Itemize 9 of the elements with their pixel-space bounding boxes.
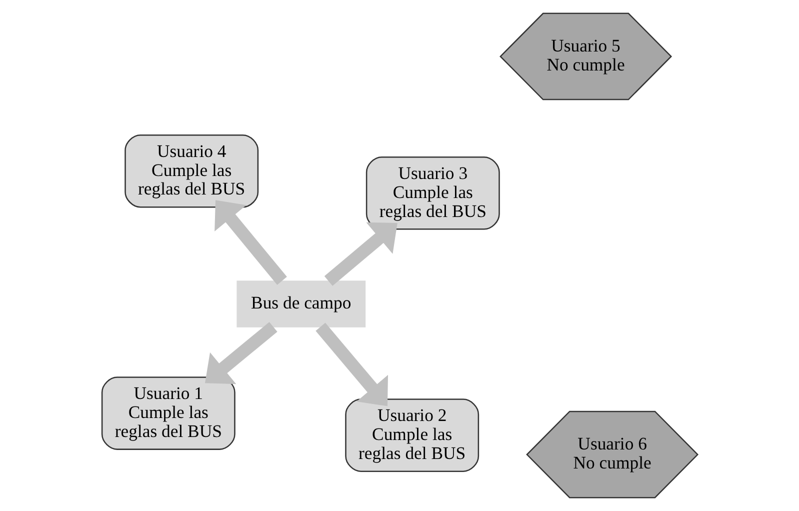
node-box: Bus de campo <box>236 280 366 328</box>
node-box: Usuario 3 Cumple las reglas del BUS <box>365 156 500 230</box>
arrow <box>315 322 388 406</box>
node-box: Usuario 1 Cumple las reglas del BUS <box>100 376 235 450</box>
node-box: Usuario 4 Cumple las reglas del BUS <box>124 134 258 208</box>
arrow <box>214 200 286 285</box>
node-box: Usuario 2 Cumple las reglas del BUS <box>344 398 479 472</box>
arrow <box>324 222 397 286</box>
arrow <box>204 322 277 384</box>
